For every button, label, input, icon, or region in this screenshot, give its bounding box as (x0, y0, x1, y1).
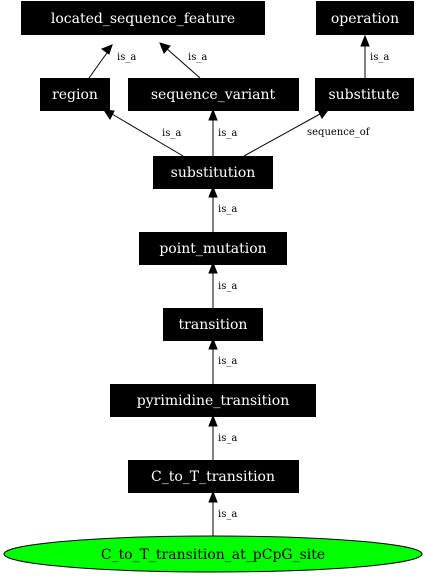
node-operation: operation (316, 1, 414, 35)
edge-label: is_a (218, 356, 237, 367)
arrow-head (208, 337, 218, 350)
edge-label: is_a (218, 128, 237, 139)
edge-pcpg-site-to-c-to-t-transition: is_a (208, 490, 237, 536)
edge-substitution-to-sequence-variant: is_a (208, 108, 237, 156)
arrow-head (317, 109, 329, 119)
edge-label: sequence_of (307, 127, 371, 138)
edge-label: is_a (218, 433, 237, 444)
node-box (40, 78, 110, 111)
node-box (128, 460, 299, 493)
node-transition: transition (163, 308, 263, 341)
edge-line (243, 113, 321, 157)
node-label: C_to_T_transition (151, 469, 275, 485)
arrow-head (360, 34, 370, 47)
edge-label: is_a (218, 509, 237, 520)
arrow-head (159, 42, 171, 54)
node-box (110, 384, 316, 417)
node-box (139, 232, 287, 265)
edge-label: is_a (370, 52, 389, 63)
edge-sequence-variant-to-located-sequence-feature: is_a (159, 42, 207, 79)
node-point-mutation: point_mutation (139, 232, 287, 265)
edge-label: is_a (117, 52, 136, 63)
node-label: substitute (328, 87, 399, 103)
node-label: pyrimidine_transition (137, 393, 289, 409)
edge-transition-to-point-mutation: is_a (208, 261, 237, 309)
node-sequence-variant: sequence_variant (128, 78, 299, 111)
node-label: point_mutation (159, 241, 266, 257)
node-box (316, 1, 414, 35)
node-ellipse (3, 535, 423, 573)
node-box (21, 1, 265, 35)
node-located-sequence-feature: located_sequence_feature (21, 1, 265, 35)
arrow-head (208, 414, 218, 427)
node-label: located_sequence_feature (51, 11, 235, 27)
arrow-head (100, 44, 113, 55)
edge-line (165, 47, 201, 79)
node-pyrimidine-transition: pyrimidine_transition (110, 384, 316, 417)
edge-c-to-t-transition-to-pyrimidine-transition: is_a (208, 414, 237, 461)
arrow-head (102, 109, 115, 120)
node-c-to-t-transition: C_to_T_transition (128, 460, 299, 493)
edge-label: is_a (188, 52, 207, 63)
node-box (128, 78, 299, 111)
node-label: transition (179, 317, 248, 333)
node-substitute: substitute (315, 78, 414, 111)
edge-pyrimidine-transition-to-transition: is_a (208, 337, 237, 385)
edges: is_a is_a is_a is_a is_a (88, 34, 389, 536)
node-box (153, 156, 273, 189)
node-substitution: substitution (153, 156, 273, 189)
node-label: region (52, 87, 98, 103)
edge-point-mutation-to-substitution: is_a (208, 185, 237, 232)
node-region: region (40, 78, 110, 111)
arrow-head (208, 108, 218, 121)
node-box (315, 78, 414, 111)
edge-region-to-located-sequence-feature: is_a (88, 44, 136, 79)
nodes: located_sequence_feature operation regio… (3, 1, 423, 573)
node-label: sequence_variant (151, 87, 276, 103)
edge-label: is_a (162, 128, 181, 139)
node-label: substitution (171, 165, 256, 181)
edge-substitute-to-operation: is_a (360, 34, 389, 78)
arrow-head (208, 490, 218, 503)
edge-line (88, 49, 110, 79)
node-label: C_to_T_transition_at_pCpG_site (101, 547, 325, 563)
arrow-head (208, 185, 218, 198)
arrow-head (208, 261, 218, 274)
edge-substitution-to-region: is_a (102, 109, 184, 157)
node-c-to-t-transition-at-pcpg-site: C_to_T_transition_at_pCpG_site (3, 535, 423, 573)
node-label: operation (331, 11, 399, 27)
edge-label: is_a (218, 281, 237, 292)
edge-line (111, 113, 184, 157)
edge-label: is_a (218, 204, 237, 215)
edge-substitution-to-substitute: sequence_of (243, 109, 371, 157)
node-box (163, 308, 263, 341)
